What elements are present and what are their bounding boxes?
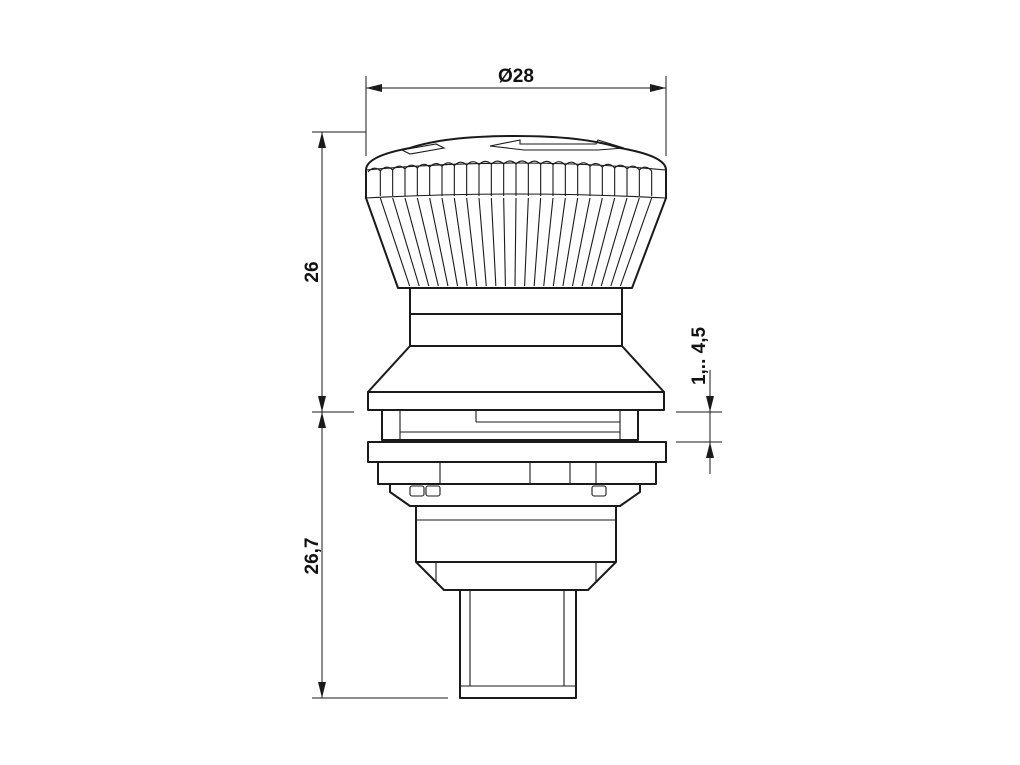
rib-lower: [490, 197, 497, 287]
rib-scallop: [614, 164, 628, 170]
rib-lower: [543, 197, 554, 287]
rib-scallop: [367, 167, 381, 173]
rib-scallop: [503, 160, 517, 165]
rib-scallop: [601, 163, 616, 169]
rib-lower: [441, 197, 459, 287]
rib-scallop: [453, 161, 468, 167]
rib-lower: [619, 197, 653, 287]
rib-scallop: [540, 160, 554, 166]
rib-scallop: [429, 162, 443, 168]
rib-scallop: [577, 162, 591, 167]
rib-lower: [466, 197, 478, 287]
dimension-diameter: Ø28: [365, 66, 667, 156]
rib-lower: [392, 197, 420, 287]
rib-lower: [453, 197, 468, 287]
rib-scallop: [416, 163, 431, 169]
rib-lower: [571, 197, 591, 287]
rib-lower: [610, 197, 640, 287]
rib-lower: [581, 197, 603, 287]
top-height-label: 26: [302, 261, 323, 282]
rib-lower: [503, 197, 506, 287]
rib-scallop: [527, 160, 542, 165]
rib-scallop: [490, 160, 505, 165]
actuator-stem: [459, 589, 577, 699]
rib-lower: [591, 197, 616, 287]
rib-scallop: [466, 161, 480, 166]
neck-collar: [367, 287, 665, 411]
dimension-panel-thickness: 1,.. 4,5: [676, 327, 722, 474]
rib-lower: [416, 197, 439, 287]
rib-lower: [600, 197, 628, 287]
dimension-bottom-height: 26,7: [302, 412, 448, 699]
rib-scallop: [379, 166, 394, 172]
rib-lower: [379, 197, 411, 287]
rib-scallop: [564, 161, 579, 167]
rib-lower: [429, 197, 449, 287]
diameter-label: Ø28: [498, 66, 534, 87]
rib-scallop: [638, 166, 653, 172]
rib-scallop: [441, 162, 455, 167]
rib-scallop: [478, 160, 492, 166]
bottom-height-label: 26,7: [302, 538, 323, 575]
adapter-body: [389, 484, 641, 591]
panel-thickness-label: 1,.. 4,5: [689, 327, 710, 386]
rib-lower: [478, 197, 487, 287]
rib-lower: [514, 197, 517, 287]
rib-lower: [552, 197, 566, 287]
locking-nut: [367, 441, 667, 485]
front-ring: [381, 409, 639, 441]
rib-scallop: [552, 161, 566, 166]
rib-scallop: [626, 165, 640, 171]
rib-scallop: [515, 160, 529, 165]
rib-lower: [404, 197, 430, 287]
knurled-ribs: [367, 160, 653, 287]
rib-lower: [524, 197, 529, 287]
rib-scallop: [404, 164, 418, 170]
rib-lower: [562, 197, 579, 287]
rib-scallop: [392, 165, 406, 171]
rib-lower: [533, 197, 542, 287]
mushroom-head: [365, 135, 667, 289]
rib-scallop: [589, 162, 603, 168]
dimension-top-height: 26: [302, 131, 366, 413]
